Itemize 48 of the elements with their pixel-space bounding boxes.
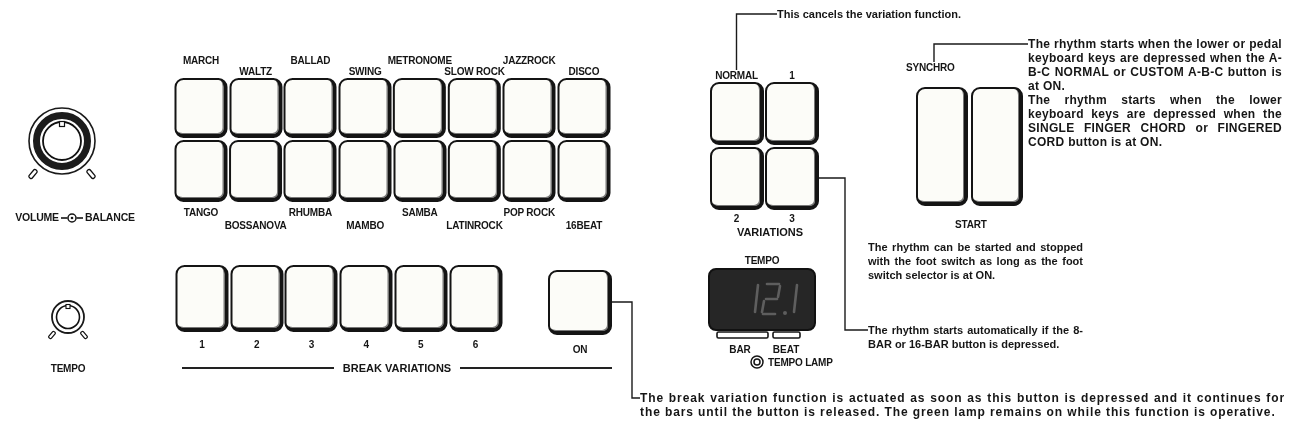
button-label: WALTZ [239,66,273,77]
button-label: 3 [789,213,795,224]
button-label: BALLAD [290,55,331,66]
button-label: TANGO [183,207,219,218]
knob-label: VOLUME [15,212,59,223]
button-label: SAMBA [401,207,438,218]
button-label: 2 [733,213,740,224]
display-label: TEMPO [744,255,780,266]
button-label: START [955,219,987,230]
knob-label: TEMPO [50,363,86,374]
leader-line [933,43,1029,63]
leader-line [735,13,778,71]
button-label: 6 [472,339,479,350]
button-label: 16BEAT [565,220,603,231]
button-label: 2 [254,339,260,350]
knob-label: BALANCE [84,212,135,223]
note-text: The rhythm starts when the lower keyboard keys are depressed when the SINGLE FINGER CHORD or FINGERED CORD button is at ON. [1028,93,1282,149]
button-label: 5 [418,339,424,350]
button-label: 1 [199,339,205,350]
lamp-label: TEMPO LAMP [768,356,833,368]
button-label: BOSSANOVA [224,220,287,231]
button-label: MARCH [182,55,220,66]
button-label: SYNCHRO [906,62,955,73]
button-label: POP ROCK [503,207,555,218]
note-text: The break variation function is actuated as soon as this button is depressed and it continues for the bars until the button is released. The green lamp remains on while this function is operative. [640,391,1285,419]
leader-line [611,301,641,399]
button-label: JAZZROCK [502,55,556,66]
group-label: VARIATIONS [736,226,804,238]
button-label: DISCO [568,66,600,77]
button-label: NORMAL [715,70,758,81]
button-label: 3 [308,339,315,350]
note-text: This cancels the variation function. [777,7,962,21]
note-text: The rhythm can be started and stopped with the foot switch as long as the foot switch selector is at ON. [868,240,1083,282]
button-label: METRONOME [387,55,452,66]
indicator-label: BEAT [772,344,800,356]
button-label: MAMBO [346,220,385,231]
button-label: ON [572,344,588,355]
indicator-label: BAR [729,344,751,356]
leader-line [818,177,869,331]
note-text: The rhythm starts when the lower or pedal keyboard keys are depressed when the A-B-C NORMAL or CUSTOM A-B-C button is at ON. [1028,37,1282,93]
button-label: LATINROCK [446,220,503,231]
note-text: The rhythm starts automatically if the 8-BAR or 16-BAR button is depressed. [868,323,1083,351]
group-label: BREAK VARIATIONS [342,362,452,374]
button-label: 1 [789,70,795,81]
button-label: SLOW ROCK [444,66,505,77]
button-label: SWING [348,66,382,77]
button-label: RHUMBA [288,207,332,218]
button-label: 4 [363,339,369,350]
